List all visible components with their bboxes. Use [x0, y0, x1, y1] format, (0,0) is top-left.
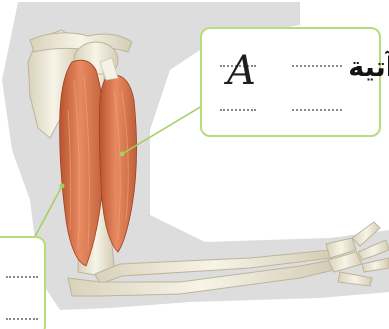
label-letter-a: A [227, 51, 256, 91]
pointer-dot-b [60, 184, 65, 189]
heading-text: آتية [348, 52, 389, 83]
dotted-answer-line [292, 109, 342, 111]
label-box-b [0, 236, 46, 329]
pointer-dot-a [120, 152, 125, 157]
dotted-answer-line [6, 318, 38, 320]
dotted-answer-line [292, 65, 342, 67]
dotted-answer-line [220, 109, 256, 111]
dotted-answer-line [6, 276, 38, 278]
